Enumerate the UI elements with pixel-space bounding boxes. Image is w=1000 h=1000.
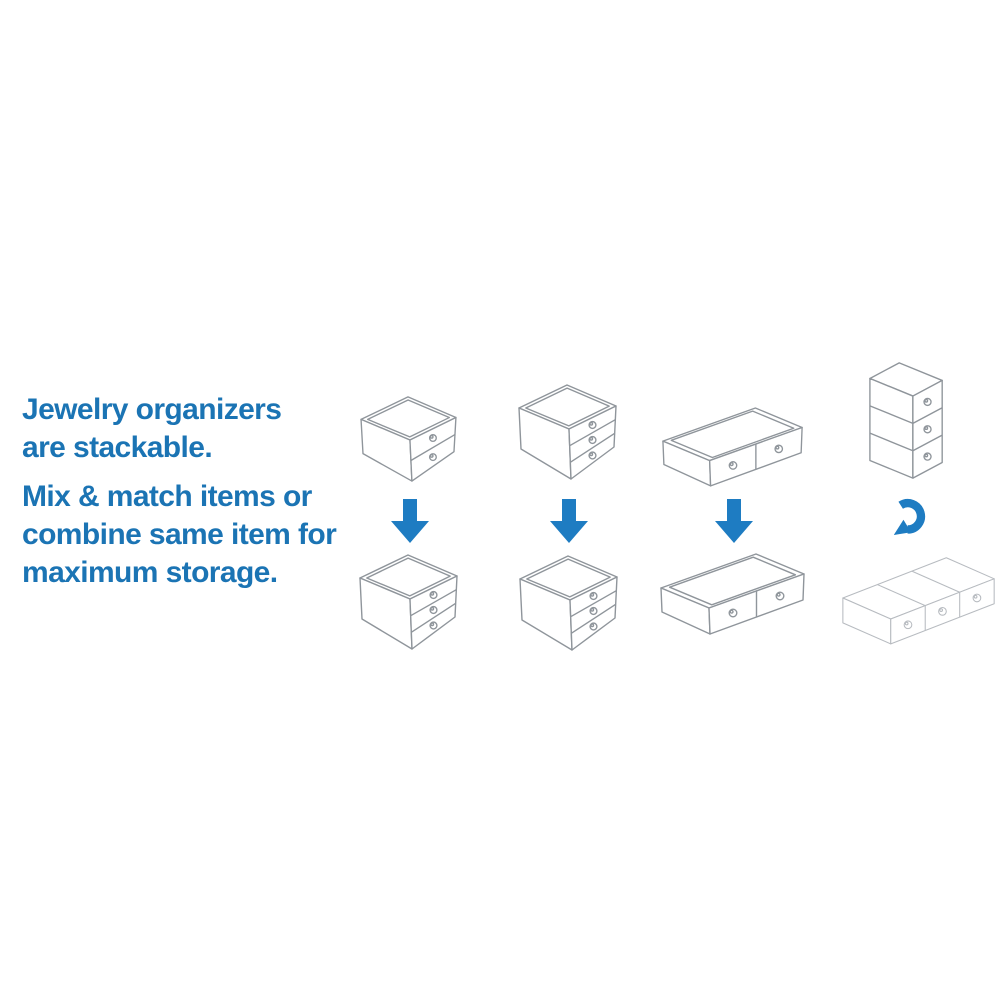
subheadline-line-1: Mix & match items or [22,480,312,513]
headline-line-2: are stackable. [22,431,213,464]
subheadline: Mix & match items or combine same item f… [22,478,367,592]
marketing-copy: Jewelry organizers are stackable. Mix & … [22,391,367,592]
organizer-vertical-3-stack-icon [866,357,950,482]
subheadline-line-2: combine same item for [22,518,337,551]
organizer-3-drawer-cube-icon [516,552,620,652]
down-arrow-icon [550,499,588,543]
organizer-wide-2-drawer-icon [658,546,808,638]
headline-line-1: Jewelry organizers [22,393,282,426]
headline: Jewelry organizers are stackable. [22,391,367,467]
subheadline-line-3: maximum storage. [22,556,278,589]
organizer-2-drawer-cube-icon [357,393,459,483]
organizer-wide-2-drawer-icon [660,400,806,490]
organizer-3-drawer-cube-icon [515,381,619,481]
organizer-horizontal-3-row-icon [840,548,998,646]
down-arrow-icon [715,499,753,543]
organizer-3-drawer-cube-icon [356,551,460,651]
down-arrow-icon [391,499,429,543]
rotate-arrow-icon [891,491,927,543]
